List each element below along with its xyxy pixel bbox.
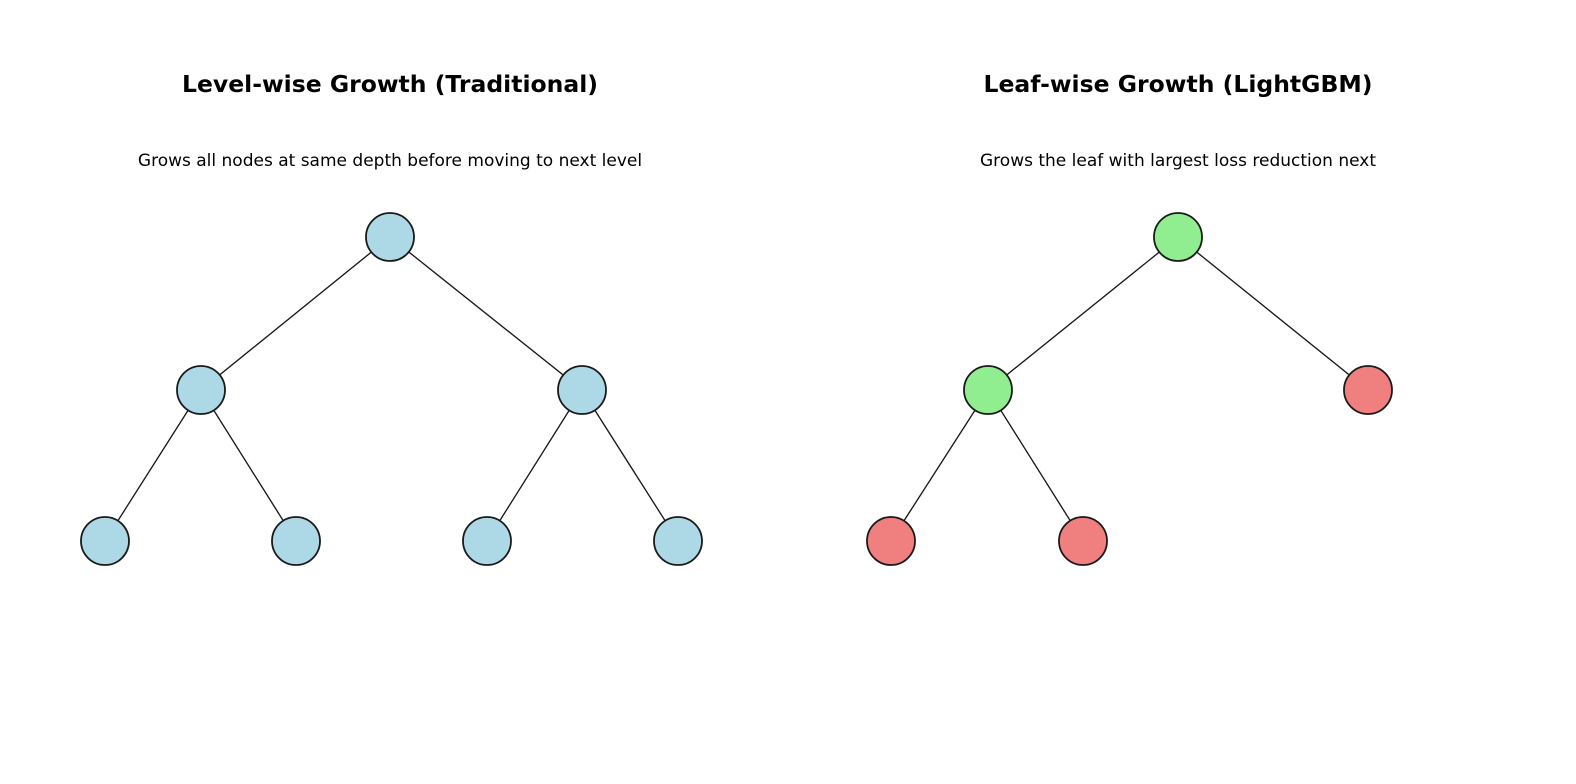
tree-edge-left-internal-to-leaf-1 [890, 389, 989, 542]
panel-level-wise: Level-wise Growth (Traditional) Grows al… [80, 70, 703, 566]
tree-node-leaf-1[interactable] [866, 516, 916, 566]
panel-leaf-wise: Leaf-wise Growth (LightGBM) Grows the le… [866, 70, 1393, 566]
tree-node-left-internal[interactable] [963, 365, 1013, 415]
tree-edge-root-to-right-leaf [1177, 236, 1369, 391]
panel-level-wise-subtitle: Grows all nodes at same depth before mov… [138, 151, 642, 171]
panel-level-wise-title: Level-wise Growth (Traditional) [182, 70, 598, 98]
tree-edge-root-to-left-internal [987, 236, 1179, 391]
tree-node-root[interactable] [365, 212, 415, 262]
panel-level-wise-nodes [80, 212, 703, 566]
tree-node-left-internal[interactable] [176, 365, 226, 415]
tree-edge-left-internal-to-leaf-2 [987, 389, 1084, 542]
tree-edge-root-to-right-internal [389, 236, 583, 391]
tree-node-leaf-1[interactable] [80, 516, 130, 566]
tree-node-leaf-4[interactable] [653, 516, 703, 566]
panel-leaf-wise-subtitle: Grows the leaf with largest loss reducti… [980, 151, 1376, 171]
tree-node-leaf-2[interactable] [1058, 516, 1108, 566]
tree-node-leaf-3[interactable] [462, 516, 512, 566]
panel-level-wise-edges [104, 236, 679, 542]
tree-edge-right-internal-to-leaf-3 [486, 389, 583, 542]
panel-leaf-wise-edges [890, 236, 1369, 542]
tree-edge-root-to-left-internal [200, 236, 391, 391]
tree-node-right-internal[interactable] [557, 365, 607, 415]
tree-node-leaf-2[interactable] [271, 516, 321, 566]
tree-edge-right-internal-to-leaf-4 [581, 389, 679, 542]
tree-node-root[interactable] [1153, 212, 1203, 262]
tree-edge-left-internal-to-leaf-2 [200, 389, 297, 542]
tree-edge-left-internal-to-leaf-1 [104, 389, 202, 542]
tree-node-right-leaf[interactable] [1343, 365, 1393, 415]
panel-leaf-wise-nodes [866, 212, 1393, 566]
panel-leaf-wise-title: Leaf-wise Growth (LightGBM) [984, 70, 1373, 98]
